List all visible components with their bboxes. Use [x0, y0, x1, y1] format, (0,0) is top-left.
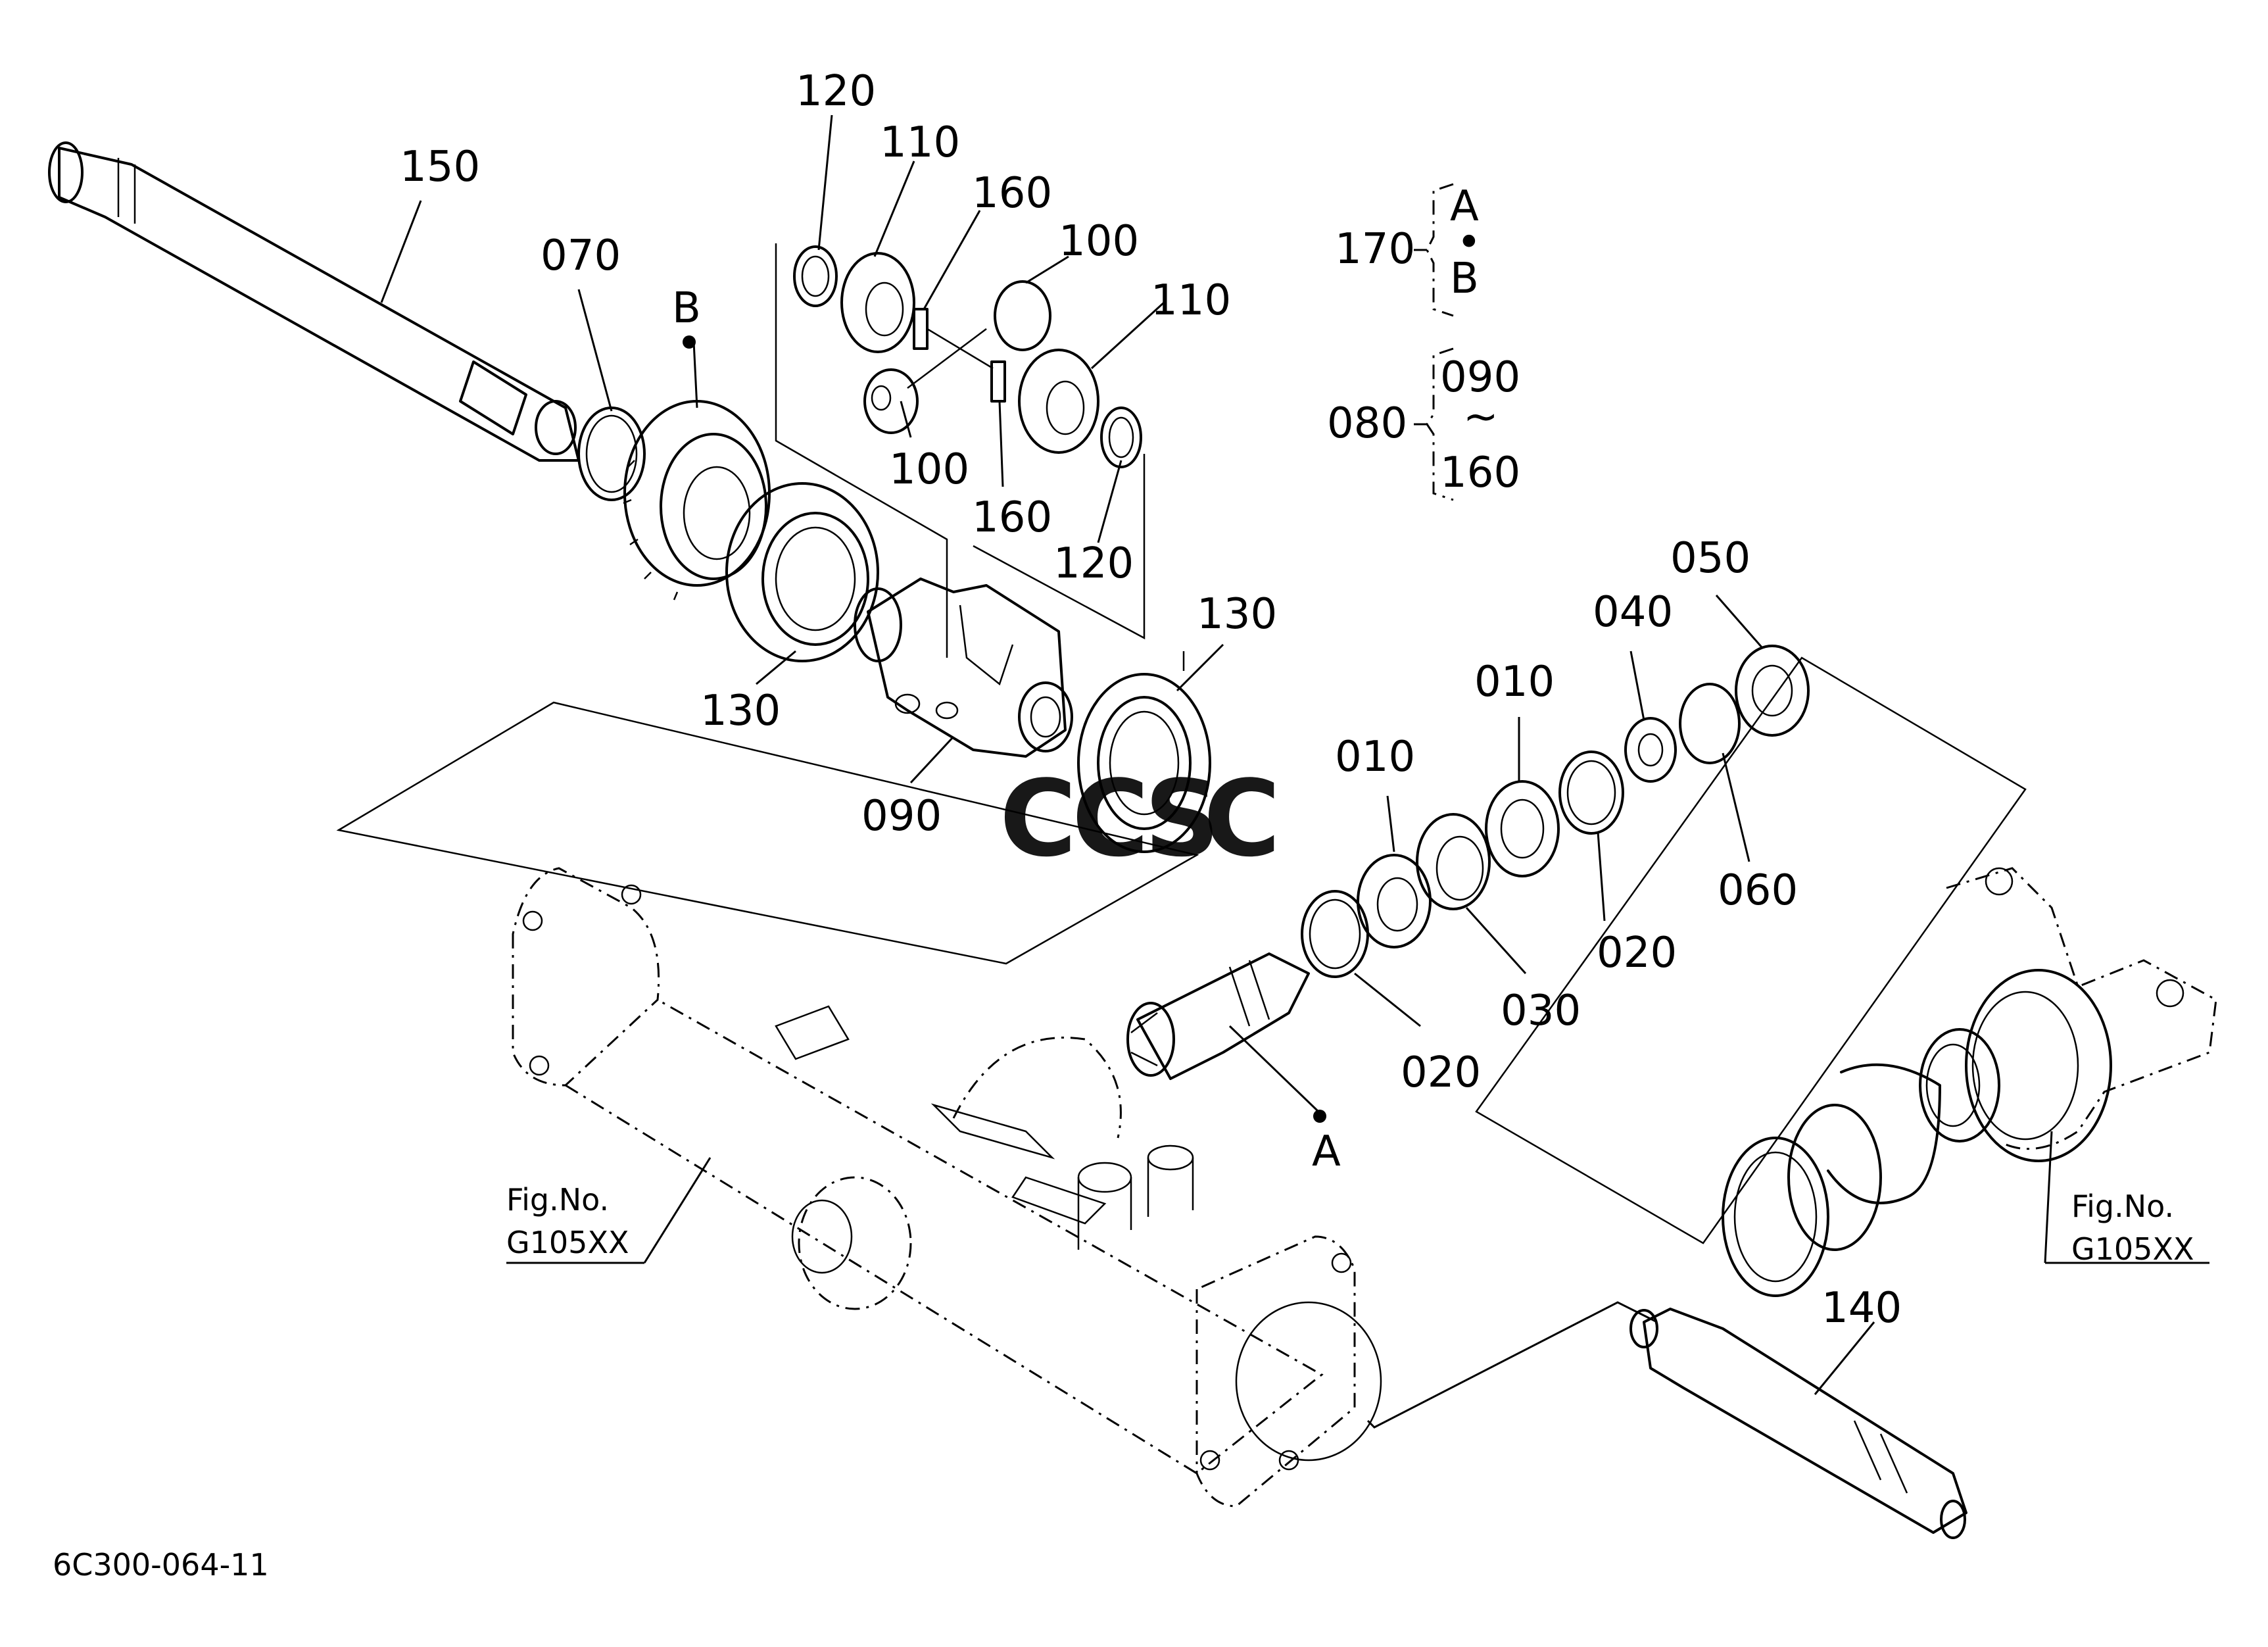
pinion-shaft — [1126, 952, 1310, 1080]
differential-case-090 — [854, 578, 1073, 758]
callout-130-right: 130 — [1197, 590, 1277, 639]
callout-020-right: 020 — [1597, 929, 1677, 977]
callout-100-top: 100 — [1059, 217, 1139, 266]
callout-070: 070 — [541, 232, 621, 280]
axle-housing — [512, 867, 1382, 1508]
callout-100-bottom: 100 — [889, 445, 969, 494]
callout-040: 040 — [1593, 588, 1673, 637]
callout-060: 060 — [1718, 866, 1798, 915]
callout-160-bottom: 160 — [972, 493, 1052, 542]
callout-140: 140 — [1822, 1284, 1902, 1333]
callout-leaders — [380, 114, 2209, 1395]
differential-gears — [793, 245, 1142, 468]
watermark-logo: C C S C — [1000, 757, 1280, 880]
callout-120-top: 120 — [796, 67, 876, 116]
watermark-letter-3: S — [1144, 757, 1220, 880]
callout-110-left: 110 — [880, 118, 960, 167]
callout-050: 050 — [1670, 534, 1750, 583]
set-080-bottom: 160 — [1440, 449, 1520, 497]
callout-labels: 150 070 B 120 110 160 100 110 100 160 12… — [53, 67, 2194, 1583]
axle-flange-right — [1722, 867, 2217, 1297]
set-170-mid: • — [1457, 218, 1482, 267]
drawing-number: 6C300-064-11 — [53, 1547, 269, 1583]
callout-090: 090 — [861, 792, 942, 841]
axle-shaft-150 — [48, 141, 580, 462]
set-080-number: 080 — [1327, 399, 1407, 448]
set-170-bottom: B — [1450, 255, 1479, 303]
set-bracket-170 — [1414, 183, 1454, 317]
watermark-letter-4: C — [1203, 757, 1280, 880]
figure-reference-right-line1: Fig.No. — [2071, 1189, 2174, 1224]
watermark-letter-1: C — [1000, 757, 1076, 880]
point-b-label: B — [672, 284, 701, 333]
callout-150: 150 — [400, 143, 480, 191]
set-170-top: A — [1450, 182, 1479, 231]
callout-120-bottom: 120 — [1053, 539, 1134, 588]
figure-reference-right-line2: G105XX — [2071, 1231, 2194, 1267]
point-a-label: A — [1312, 1127, 1341, 1176]
callout-110-right: 110 — [1151, 276, 1231, 325]
callout-010-lower: 010 — [1335, 733, 1415, 781]
guide-lines — [336, 243, 2027, 1429]
bearing-130-right — [1077, 673, 1211, 853]
axle-shaft-140 — [1629, 1308, 1967, 1539]
ring-gear — [623, 400, 771, 601]
snap-ring-070 — [577, 406, 646, 501]
set-080-top: 090 — [1440, 353, 1520, 402]
bearing-130-left — [725, 482, 879, 662]
set-bracket-080 — [1414, 347, 1454, 501]
callout-010-upper: 010 — [1474, 658, 1555, 706]
callout-130-left: 130 — [700, 687, 781, 735]
watermark-letter-2: C — [1072, 757, 1149, 880]
callout-020-left: 020 — [1401, 1048, 1481, 1097]
set-080-mid: ~ — [1463, 393, 1499, 441]
callout-030: 030 — [1501, 987, 1581, 1035]
callout-160-top: 160 — [972, 169, 1052, 218]
pinion-bearings — [1301, 645, 1810, 978]
figure-reference-left-line2: G105XX — [506, 1225, 629, 1260]
figure-reference-left-line1: Fig.No. — [506, 1182, 609, 1217]
set-170-number: 170 — [1335, 225, 1415, 274]
